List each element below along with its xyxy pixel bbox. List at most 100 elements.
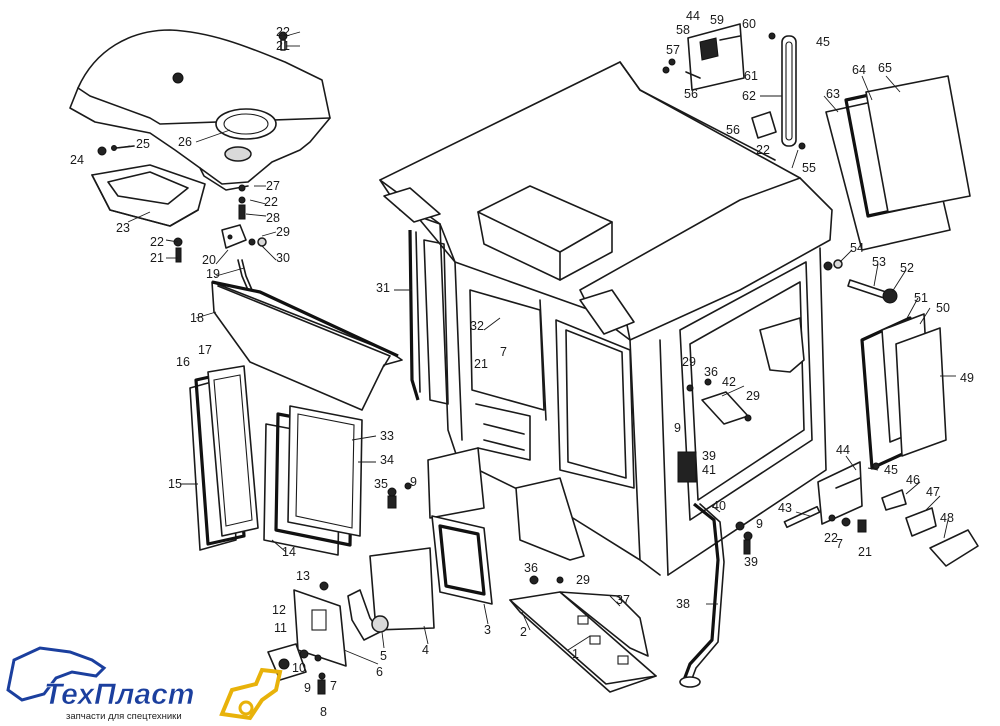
part-label-28: 28 bbox=[266, 211, 280, 225]
part-label-22-5: 22 bbox=[824, 531, 838, 545]
cab-body bbox=[379, 61, 833, 576]
part-label-34: 34 bbox=[380, 453, 394, 467]
top-hinge-assembly bbox=[662, 23, 806, 150]
brand-name: ТехПласт bbox=[44, 678, 194, 711]
part-label-63: 63 bbox=[826, 87, 840, 101]
part-label-15: 15 bbox=[168, 477, 182, 491]
part-label-21: 21 bbox=[276, 39, 290, 53]
part-label-59: 59 bbox=[710, 13, 724, 27]
part-label-53: 53 bbox=[872, 255, 886, 269]
part-label-58: 58 bbox=[676, 23, 690, 37]
part-label-5: 5 bbox=[380, 649, 387, 663]
part-label-33: 33 bbox=[380, 429, 394, 443]
part-label-16: 16 bbox=[176, 355, 190, 369]
leader-lines bbox=[117, 31, 956, 665]
part-label-62: 62 bbox=[742, 89, 756, 103]
part-label-1: 1 bbox=[572, 647, 579, 661]
part-label-22-2: 22 bbox=[150, 235, 164, 249]
part-label-13: 13 bbox=[296, 569, 310, 583]
part-label-40: 40 bbox=[712, 499, 726, 513]
part-label-44: 44 bbox=[836, 443, 850, 457]
excavator-logo-icon bbox=[6, 646, 107, 702]
visor-bracket bbox=[221, 224, 253, 291]
part-label-55: 55 bbox=[802, 161, 816, 175]
part-label-9-4: 9 bbox=[674, 421, 681, 435]
part-label-3: 3 bbox=[484, 623, 491, 637]
part-label-20: 20 bbox=[202, 253, 216, 267]
part-label-31: 31 bbox=[376, 281, 390, 295]
part-label-36-2: 36 bbox=[704, 365, 718, 379]
part-label-30: 30 bbox=[276, 251, 290, 265]
handrail bbox=[679, 502, 753, 688]
part-label-36: 36 bbox=[524, 561, 538, 575]
part-label-21-4: 21 bbox=[858, 545, 872, 559]
part-label-21-3: 21 bbox=[474, 357, 488, 371]
part-label-29-2: 29 bbox=[682, 355, 696, 369]
part-label-9: 9 bbox=[304, 681, 311, 695]
part-label-10: 10 bbox=[292, 661, 306, 675]
part-label-47: 47 bbox=[926, 485, 940, 499]
part-label-9-3: 9 bbox=[756, 517, 763, 531]
part-label-4: 4 bbox=[422, 643, 429, 657]
lower-parts bbox=[267, 482, 493, 695]
part-label-17: 17 bbox=[198, 343, 212, 357]
part-label-43: 43 bbox=[778, 501, 792, 515]
part-label-56: 56 bbox=[684, 87, 698, 101]
part-label-39-2: 39 bbox=[744, 555, 758, 569]
part-label-38: 38 bbox=[676, 597, 690, 611]
part-label-49: 49 bbox=[960, 371, 974, 385]
part-label-7-3: 7 bbox=[836, 537, 843, 551]
part-label-32: 32 bbox=[470, 319, 484, 333]
part-label-24: 24 bbox=[70, 153, 84, 167]
part-label-26: 26 bbox=[178, 135, 192, 149]
part-label-65: 65 bbox=[878, 61, 892, 75]
ceiling-liner bbox=[69, 29, 331, 191]
part-label-51: 51 bbox=[914, 291, 928, 305]
part-label-54: 54 bbox=[850, 241, 864, 255]
part-label-29-4: 29 bbox=[576, 573, 590, 587]
left-window-set bbox=[189, 365, 259, 551]
right-side-window-set bbox=[860, 313, 947, 470]
part-label-56-2: 56 bbox=[726, 123, 740, 137]
brand-logo: ТехПласт запчасти для спецтехники bbox=[6, 646, 283, 722]
brand-tagline: запчасти для спецтехники bbox=[66, 711, 182, 722]
part-label-12: 12 bbox=[272, 603, 286, 617]
part-label-11: 11 bbox=[274, 621, 287, 635]
part-label-35: 35 bbox=[374, 477, 388, 491]
part-label-45: 45 bbox=[884, 463, 898, 477]
part-label-46: 46 bbox=[906, 473, 920, 487]
part-label-64: 64 bbox=[852, 63, 866, 77]
storage-tray bbox=[91, 164, 206, 227]
part-label-45-2: 45 bbox=[816, 35, 830, 49]
part-label-37: 37 bbox=[616, 593, 630, 607]
part-label-29-3: 29 bbox=[746, 389, 760, 403]
part-label-18: 18 bbox=[190, 311, 204, 325]
part-number-labels: 1234567778999910111213141516171819202121… bbox=[70, 9, 974, 719]
part-label-41: 41 bbox=[702, 463, 716, 477]
rear-window-set bbox=[263, 405, 363, 556]
part-label-23: 23 bbox=[116, 221, 130, 235]
part-label-19: 19 bbox=[206, 267, 220, 281]
part-label-29: 29 bbox=[276, 225, 290, 239]
right-upper-window-set bbox=[825, 75, 971, 251]
part-label-21-2: 21 bbox=[150, 251, 164, 265]
part-label-39: 39 bbox=[702, 449, 716, 463]
part-label-8: 8 bbox=[320, 705, 327, 719]
part-label-57: 57 bbox=[666, 43, 680, 57]
part-label-60: 60 bbox=[742, 17, 756, 31]
part-label-2: 2 bbox=[520, 625, 527, 639]
part-label-9-2: 9 bbox=[410, 475, 417, 489]
part-label-27: 27 bbox=[266, 179, 280, 193]
part-label-48: 48 bbox=[940, 511, 954, 525]
part-label-52: 52 bbox=[900, 261, 914, 275]
part-label-6: 6 bbox=[376, 665, 383, 679]
part-label-7-2: 7 bbox=[500, 345, 507, 359]
part-label-22: 22 bbox=[276, 25, 290, 39]
part-label-22-4: 22 bbox=[756, 143, 770, 157]
part-label-25: 25 bbox=[136, 137, 150, 151]
entry-step bbox=[509, 575, 657, 693]
loader-logo-icon bbox=[219, 667, 283, 721]
right-fittings bbox=[677, 259, 979, 567]
part-label-14: 14 bbox=[282, 545, 296, 559]
